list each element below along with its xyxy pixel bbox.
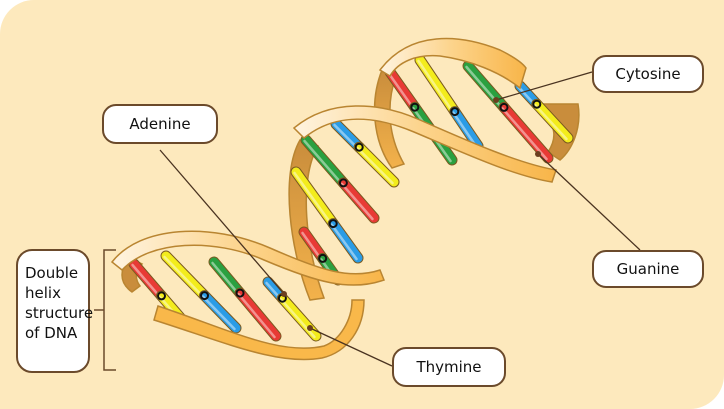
thymine-base	[161, 251, 209, 301]
hydrogen-bond-junction	[318, 253, 328, 263]
structure-label-line: of DNA	[25, 324, 78, 342]
adenine-base	[499, 102, 553, 163]
front-backbone-strand	[110, 37, 557, 361]
thymine-base	[415, 55, 460, 117]
structure-label-line: helix	[25, 284, 61, 302]
guanine-label: Guanine	[592, 250, 704, 288]
adenine-leader-line	[159, 149, 285, 295]
adenine-base	[235, 288, 281, 341]
base-pair	[160, 250, 242, 334]
adenine-label: Adenine	[102, 104, 218, 144]
structure-label-line: Double	[25, 264, 79, 282]
base-pair	[514, 80, 574, 144]
guanine-base	[209, 257, 245, 298]
hydrogen-bond-junction	[200, 291, 209, 301]
cytosine-base	[450, 107, 483, 151]
thymine-base	[291, 167, 338, 229]
hydrogen-bond-junction	[499, 102, 509, 112]
hydrogen-bond-junction	[450, 107, 460, 117]
cytosine-base	[328, 219, 363, 263]
adenine-base	[385, 67, 420, 112]
base-pairs	[128, 54, 574, 342]
adenine-base	[129, 259, 166, 301]
base-pair	[208, 256, 282, 342]
structure-label-line: structure	[25, 304, 94, 322]
hydrogen-bond-junction	[532, 99, 542, 109]
cytosine-base	[200, 291, 241, 333]
hydrogen-bond-junction	[410, 102, 420, 112]
base-pair	[290, 166, 364, 264]
hydrogen-bond-junction	[338, 178, 348, 188]
hydrogen-bond-junction	[157, 291, 166, 301]
base-pair	[414, 54, 484, 152]
thymine-leader-line	[309, 327, 393, 367]
adenine-base	[338, 178, 379, 223]
hydrogen-bond-junction	[235, 288, 245, 298]
double-helix-structure-label: Double helix structure of DNA	[16, 249, 94, 373]
guanine-leader-line	[537, 153, 641, 251]
guanine-base	[301, 135, 348, 188]
thymine-base	[354, 142, 399, 187]
thymine-label: Thymine	[392, 347, 506, 387]
base-pair	[330, 118, 400, 188]
thymine-base	[532, 99, 573, 143]
base-pair	[300, 134, 380, 224]
cytosine-leader-line	[495, 71, 593, 101]
structure-bracket	[94, 249, 116, 371]
hydrogen-bond-junction	[328, 219, 338, 229]
hydrogen-bond-junction	[354, 142, 364, 152]
cytosine-label: Cytosine	[592, 55, 704, 93]
leader-lines	[159, 71, 641, 367]
